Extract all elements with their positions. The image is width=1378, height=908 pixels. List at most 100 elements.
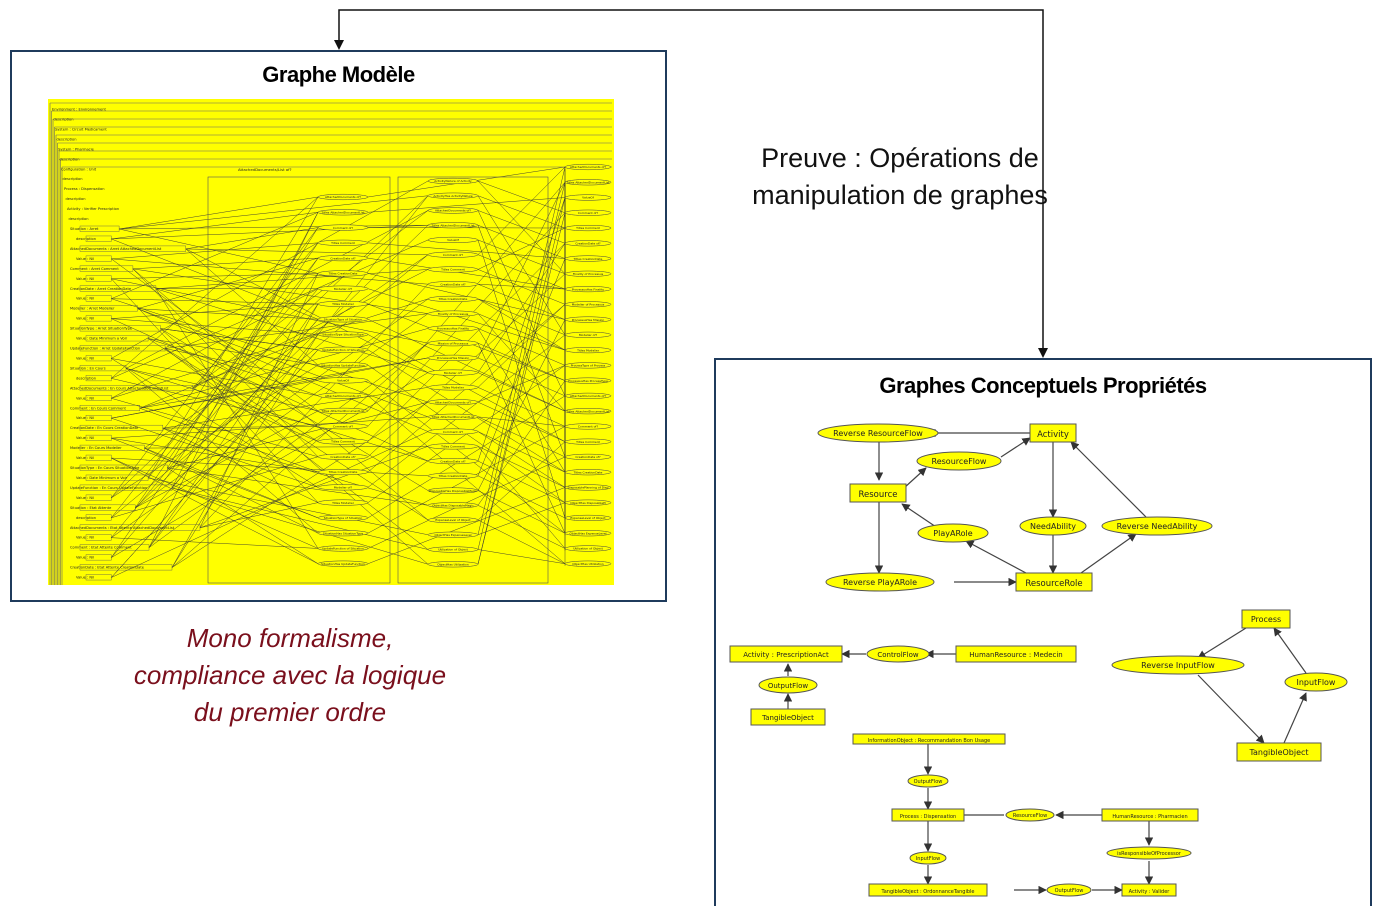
model-far-node-label: Titles Comment bbox=[575, 440, 600, 444]
model-mid-node-label: UpdateFunction of Situation bbox=[322, 547, 364, 551]
model-tree-row: Value : Nil bbox=[76, 317, 94, 321]
model-tree-row: Value : Nil bbox=[76, 496, 94, 500]
conceptual-graphs-panel: Graphes Conceptuels Propriétés bbox=[714, 358, 1372, 906]
proof-caption: Preuve : Opérations de manipulation de g… bbox=[730, 140, 1070, 214]
model-mid-node-label: UpdateFunction of Situation bbox=[322, 348, 364, 352]
model-far-node-label: ProcessusHas Finality bbox=[572, 287, 604, 291]
model-right-node-label: Titles AttachedDocumentList bbox=[430, 415, 475, 419]
model-tree-row: Value : Nil bbox=[76, 436, 94, 440]
model-tree-row: Comment : Arret Comment bbox=[70, 267, 119, 271]
model-tree-row: Activity : Verifier Prescription bbox=[67, 207, 119, 211]
label-resource: Resource bbox=[859, 490, 898, 500]
model-tree-row: AttachedDocuments : Etat Attente Attache… bbox=[70, 526, 175, 530]
model-tree-row: Value : Nil bbox=[76, 297, 94, 301]
model-mid-node-label: SituationType SituationType bbox=[322, 333, 364, 337]
model-tree-row: description bbox=[69, 217, 89, 221]
model-right-node-label: AttachedDocuments of? bbox=[435, 400, 471, 404]
model-far-node-label: AttachedDocuments of? bbox=[570, 165, 606, 169]
model-far-node-label: DisposablePlanning of Disp bbox=[568, 486, 609, 490]
model-tree-row: Value : Nil bbox=[76, 277, 94, 281]
label-activity-valider: Activity : Valider bbox=[1129, 889, 1171, 895]
model-tree-row: Value : Nil bbox=[76, 416, 94, 420]
model-tree-row: UpdateFunction : Arret UpdateFunction bbox=[70, 347, 140, 351]
model-tree-row: AttachedDocuments : En Cours AttachedDoc… bbox=[70, 386, 169, 390]
model-right-node-label: Comment of? bbox=[443, 430, 464, 434]
model-tree-row: CreationDate : Arret CreationDate bbox=[70, 287, 132, 291]
model-right-node-label: ActivityNature of Activity bbox=[434, 179, 472, 183]
model-tree-row: Situation : Arret bbox=[70, 227, 99, 231]
model-right-node-label: Utilization of Object bbox=[438, 548, 468, 552]
label-input-flow-g4: InputFlow bbox=[916, 856, 940, 862]
label-play-a-role: PlayARole bbox=[933, 529, 972, 538]
model-mid-node-label: Titles Modelier bbox=[331, 501, 355, 505]
model-far-node-label: ProcessusHas Mission bbox=[572, 318, 605, 322]
conceptual-graphs-image: Activity Resource ResourceRole Reverse R… bbox=[716, 360, 1372, 908]
model-mid-node-label: SituationType of Situation bbox=[324, 516, 363, 520]
model-tree-row: Situation : En Cours bbox=[70, 366, 106, 370]
model-far-node-label: Utilization of Object bbox=[573, 547, 603, 551]
model-tree-row: description bbox=[57, 137, 77, 141]
model-tree-row: Modelier : En Cours Modelier bbox=[70, 446, 122, 450]
label-human-resource-pharmacien: HumanResource : Pharmacien bbox=[1112, 814, 1187, 820]
model-tree-row: Value : Date Minimum a Voir bbox=[76, 476, 128, 480]
model-mid-node-label: Titles AttachedDocumentList bbox=[320, 210, 365, 214]
label-activity-prescription-act: Activity : PrescriptionAct bbox=[743, 651, 829, 659]
model-mid-node-label: CreationDate of? bbox=[330, 455, 356, 459]
model-mid-node-label: Modelier of? bbox=[334, 486, 353, 490]
model-tree-row: description bbox=[63, 177, 83, 181]
model-far-node-label: ObjectHas ExpenseLevel bbox=[569, 531, 606, 535]
model-far-node-label: Titles CreationDate bbox=[573, 470, 603, 474]
model-tree-row: System : Circuit Medicament bbox=[55, 127, 107, 131]
model-far-node-label: Comment of? bbox=[578, 211, 599, 215]
model-mid-node-label: Titles CreationDate bbox=[328, 272, 358, 276]
model-right-node-label: ValueOf bbox=[447, 238, 460, 242]
label-tangible-object-g2: TangibleObject bbox=[761, 714, 814, 722]
model-tree-row: Value : Nil bbox=[76, 257, 94, 261]
proof-caption-line-1: Preuve : Opérations de bbox=[730, 140, 1070, 177]
model-mid-node-label: Comment of? bbox=[333, 226, 354, 230]
model-tree-row: Value : Nil bbox=[76, 456, 94, 460]
model-tree-row: Value : Nil bbox=[76, 576, 94, 580]
model-far-node-label: Comment of? bbox=[578, 425, 599, 429]
label-reverse-need-ability: Reverse NeedAbility bbox=[1117, 522, 1198, 531]
model-far-node-label: Titles CreationDate bbox=[573, 257, 603, 261]
label-process-dispensation: Process : Dispensation bbox=[900, 814, 956, 820]
model-mid-node-label: Modelier of? bbox=[334, 287, 353, 291]
model-right-node-label: Finality of Processus bbox=[438, 312, 469, 316]
label-resource-flow: ResourceFlow bbox=[932, 457, 987, 466]
model-right-node-label: Comment of? bbox=[443, 253, 464, 257]
model-right-node-label: Titles AttachedDocumentList bbox=[430, 223, 475, 227]
model-mid-node-label: SituationHas SituationType bbox=[323, 531, 363, 535]
model-right-node-label: ObjectHas Utilization bbox=[437, 562, 469, 566]
model-right-node-label: AttachedDocuments of? bbox=[435, 209, 471, 213]
label-tangible-object-g3: TangibleObject bbox=[1248, 748, 1308, 757]
model-far-node-label: ValueOf bbox=[582, 196, 595, 200]
model-mid-node-label: AttachedDocuments of? bbox=[325, 394, 361, 398]
model-right-node-label: ProcessusHas Mission bbox=[437, 356, 470, 360]
label-reverse-input-flow: Reverse InputFlow bbox=[1141, 661, 1215, 670]
model-right-node-label: DisposableHas DisposableMagic bbox=[429, 489, 478, 493]
model-far-node-label: Modelier of Processus bbox=[572, 303, 605, 307]
model-background bbox=[48, 99, 614, 585]
model-tree-row: Value : Nil bbox=[76, 356, 94, 360]
model-tree-row: Value : Nil bbox=[76, 556, 94, 560]
label-human-resource-medecin: HumanResource : Medecin bbox=[969, 651, 1062, 659]
label-resource-flow-g4: ResourceFlow bbox=[1013, 813, 1047, 819]
model-tree-row: System : Pharmacie bbox=[58, 147, 95, 151]
model-tree-row: Comment : Etat Attente Comment bbox=[70, 546, 132, 550]
label-process: Process bbox=[1251, 615, 1281, 624]
mono-caption-line-1: Mono formalisme, bbox=[90, 620, 490, 657]
model-tree-row: description bbox=[54, 117, 74, 121]
model-far-node-label: Titles AttachedDocumentList bbox=[565, 409, 610, 413]
model-right-node-label: ProcessusHas Finality bbox=[437, 327, 469, 331]
model-tree-row: UpdateFunction : En Cours UpdateFunction bbox=[70, 486, 147, 490]
label-reverse-resource-flow: Reverse ResourceFlow bbox=[833, 429, 923, 438]
model-right-node-label: ObjectHas DisposableMagic bbox=[432, 503, 474, 507]
model-right-node-label: Titles Modelier bbox=[441, 386, 465, 390]
model-tree-row: description bbox=[66, 197, 86, 201]
model-mid-node-label: SituationType of Situation bbox=[324, 317, 363, 321]
model-tree-row: AttachedDocuments : Arret AttachedDocume… bbox=[70, 247, 162, 251]
model-right-node-label: Mission of Processus bbox=[438, 341, 469, 345]
label-tangible-object-ordonnance: TangibleObject : OrdonnanceTangible bbox=[880, 889, 974, 895]
model-right-node-label: Titles CreationDate bbox=[438, 474, 468, 478]
